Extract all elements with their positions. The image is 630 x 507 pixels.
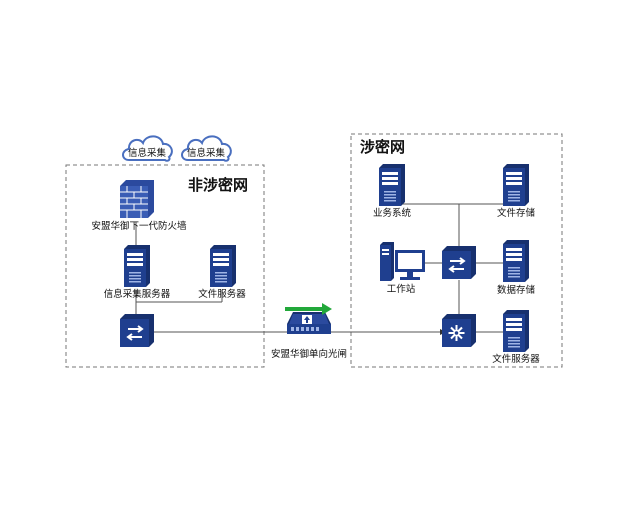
- right-file-server-label: 文件服务器: [492, 353, 540, 365]
- file-storage-server-icon: [503, 164, 529, 206]
- left-file-server-label: 文件服务器: [198, 288, 246, 300]
- classified-zone-box: [350, 133, 563, 368]
- gateway-label: 安盟华御单向光闸: [271, 348, 347, 360]
- data-storage-label: 数据存储: [497, 284, 536, 296]
- collect-server-label: 信息采集服务器: [104, 288, 171, 300]
- core-switch-icon: [441, 313, 477, 348]
- cloud-label: 信息采集: [187, 147, 226, 159]
- firewall-icon: [120, 180, 154, 218]
- collect-server-icon: [124, 245, 150, 287]
- file-storage-label: 文件存储: [497, 207, 536, 219]
- left-file-server-icon: [210, 245, 236, 287]
- left-switch-icon: [119, 313, 155, 348]
- business-system-server-icon: [379, 164, 405, 206]
- right-file-server-icon: [503, 310, 529, 352]
- untrusted-zone-title: 非涉密网: [188, 176, 248, 194]
- left-links: [135, 222, 223, 316]
- data-storage-server-icon: [503, 240, 529, 282]
- classified-zone-title: 涉密网: [360, 138, 405, 156]
- core-access-switch-icon: [441, 245, 477, 280]
- workstation-icon: [380, 242, 425, 281]
- right-links: [391, 203, 515, 333]
- untrusted-zone-box: [65, 164, 265, 368]
- workstation-label: 工作站: [387, 283, 416, 295]
- gateway-icon: [287, 312, 331, 334]
- one-way-arrow-icon: [285, 303, 332, 315]
- business-system-label: 业务系统: [373, 207, 412, 219]
- firewall-label: 安盟华御下一代防火墙: [91, 220, 187, 232]
- cloud-label: 信息采集: [128, 147, 167, 159]
